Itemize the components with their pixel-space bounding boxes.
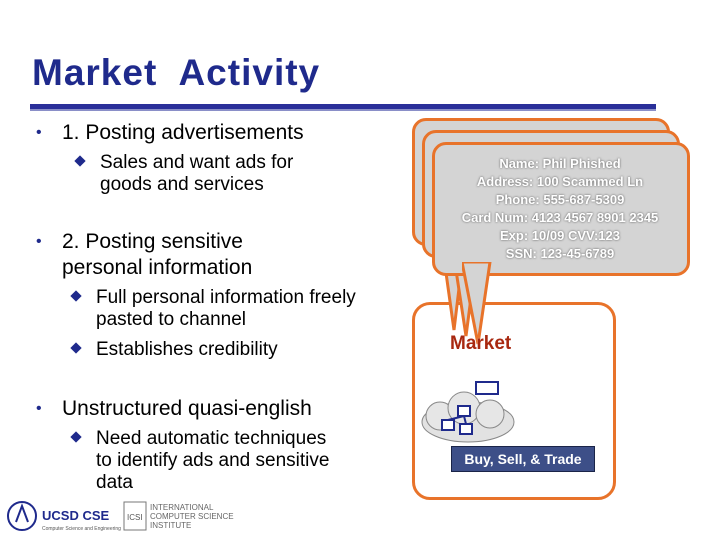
buy-sell-trade-button[interactable]: Buy, Sell, & Trade: [451, 446, 595, 472]
diamond-icon: [70, 342, 82, 354]
bullet-3: • Unstructured quasi-english: [36, 396, 312, 422]
bullet-2: • 2. Posting sensitive personal informat…: [36, 229, 322, 281]
bullet-dot-icon: •: [36, 124, 42, 141]
diamond-icon: [70, 431, 82, 443]
bullet-1: • 1. Posting advertisements: [36, 120, 304, 146]
card-ssn: SSN: 123-45-6789: [505, 246, 615, 261]
sub-bullet-text: Full personal information freely pasted …: [96, 287, 356, 330]
title-underline: [30, 104, 656, 111]
bullet-dot-icon: •: [36, 233, 42, 250]
sub-bullet: Establishes credibility: [70, 339, 356, 361]
card-address: Address: 100 Scammed Ln: [476, 174, 644, 189]
institution-logos: UCSD CSE Computer Science and Engineerin…: [6, 496, 246, 536]
svg-text:COMPUTER SCIENCE: COMPUTER SCIENCE: [150, 512, 234, 521]
card-name: Name: Phil Phished: [499, 156, 621, 171]
diamond-icon: [70, 290, 82, 302]
card-phone: Phone: 555-687-5309: [495, 192, 625, 207]
slide-title: Market Activity: [32, 52, 321, 93]
svg-text:ICSI: ICSI: [127, 513, 143, 522]
sub-bullet: Need automatic techniques to identify ad…: [70, 428, 346, 494]
bullet-dot-icon: •: [36, 400, 42, 417]
sub-bullet: Full personal information freely pasted …: [70, 287, 356, 331]
svg-text:Computer Science and Engineeri: Computer Science and Engineering: [42, 526, 121, 532]
card-expiry: Exp: 10/09 CVV:123: [500, 228, 620, 243]
network-cloud-icon: [421, 381, 515, 443]
bullet-2-text: 2. Posting sensitive personal informatio…: [62, 230, 253, 279]
personal-info-card: Name: Phil Phished Address: 100 Scammed …: [436, 155, 684, 263]
sub-bullet-text: Need automatic techniques to identify ad…: [96, 428, 330, 493]
svg-text:INSTITUTE: INSTITUTE: [150, 521, 191, 530]
bullet-3-text: Unstructured quasi-english: [62, 397, 312, 420]
card-number: Card Num: 4123 4567 8901 2345: [461, 210, 659, 225]
sub-bullet: Sales and want ads for goods and service…: [74, 152, 340, 196]
sub-bullet-text: Establishes credibility: [96, 339, 278, 360]
sub-bullet-text: Sales and want ads for goods and service…: [100, 152, 294, 195]
ucsd-logo-text: UCSD CSE: [42, 508, 110, 523]
speech-bubble-front: [432, 142, 690, 276]
bubble-tail-front: [462, 262, 492, 345]
svg-text:INTERNATIONAL: INTERNATIONAL: [150, 503, 214, 512]
diamond-icon: [74, 155, 86, 167]
bullet-1-text: 1. Posting advertisements: [62, 121, 304, 144]
ucsd-icsi-logo: UCSD CSE Computer Science and Engineerin…: [7, 501, 234, 532]
market-label: Market: [450, 333, 512, 354]
